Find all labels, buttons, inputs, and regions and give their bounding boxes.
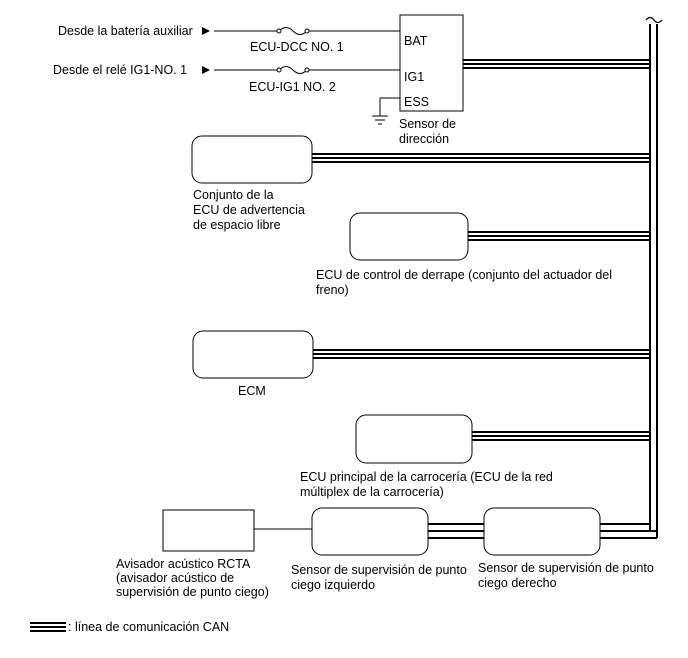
- ground-icon: [372, 97, 400, 125]
- steering-sensor-name-2: dirección: [399, 132, 450, 146]
- bsm-right-box: [483, 507, 601, 556]
- clearance-ecu-label-2: ECU de advertencia: [193, 203, 305, 217]
- arrow-bat: [202, 27, 210, 35]
- legend-can-label: : línea de comunicación CAN: [68, 620, 230, 634]
- bsm-right-label-1: Sensor de supervisión de punto: [478, 561, 654, 575]
- can-branch-body-ecu: [472, 431, 650, 441]
- rcta-label-2: (avisador acústico de: [116, 571, 235, 585]
- rcta-label-3: supervisión de punto ciego): [116, 585, 269, 599]
- legend-can-symbol: [30, 622, 66, 632]
- steering-sensor-name-1: Sensor de: [399, 117, 456, 131]
- arrow-ig1: [202, 66, 210, 74]
- power-feed-bat: [214, 27, 400, 35]
- fuse-ecu-ig1-label: ECU-IG1 NO. 2: [249, 80, 336, 94]
- trunk-break-mark: [645, 16, 663, 24]
- terminal-bat: BAT: [404, 34, 428, 48]
- skid-control-ecu-box: [349, 212, 469, 261]
- power-feed-ig1: [214, 66, 400, 74]
- clearance-ecu-label-3: de espacio libre: [193, 218, 281, 232]
- steering-sensor-box: [399, 14, 464, 112]
- rcta-label-1: Avisador acústico RCTA: [116, 557, 251, 571]
- can-branch-bsm-right: [600, 523, 657, 539]
- main-body-ecu-box: [355, 414, 473, 464]
- ecm-box: [192, 330, 314, 379]
- can-branch-clearance: [312, 153, 650, 163]
- skid-ecu-label-1: ECU de control de derrape (conjunto del …: [316, 268, 613, 282]
- can-branch-skid: [468, 231, 650, 241]
- body-ecu-label-1: ECU principal de la carrocería (ECU de l…: [300, 470, 553, 484]
- clearance-warning-ecu-box: [191, 135, 313, 184]
- source-ig1-relay-label: Desde el relé IG1-NO. 1: [53, 63, 188, 77]
- terminal-ig1: IG1: [404, 70, 425, 84]
- body-ecu-label-2: múltiplex de la carrocería): [300, 485, 444, 499]
- bsm-right-label-2: ciego derecho: [478, 576, 557, 590]
- can-branch-steering: [463, 59, 650, 69]
- skid-ecu-label-2: freno): [316, 283, 349, 297]
- fuse-ecu-dcc-label: ECU-DCC NO. 1: [250, 40, 344, 54]
- clearance-ecu-label-1: Conjunto de la: [193, 188, 274, 202]
- source-aux-battery-label: Desde la batería auxiliar: [58, 24, 193, 38]
- can-branch-bsm-link: [428, 523, 484, 539]
- bsm-left-label-1: Sensor de supervisión de punto: [291, 563, 467, 577]
- ecm-label: ECM: [238, 384, 266, 398]
- bsm-left-box: [311, 507, 429, 556]
- terminal-ess: ESS: [404, 95, 430, 109]
- can-trunk: [649, 24, 658, 538]
- rcta-buzzer-box: [162, 509, 255, 552]
- can-branch-ecm: [313, 349, 650, 359]
- bsm-left-label-2: ciego izquierdo: [291, 578, 376, 592]
